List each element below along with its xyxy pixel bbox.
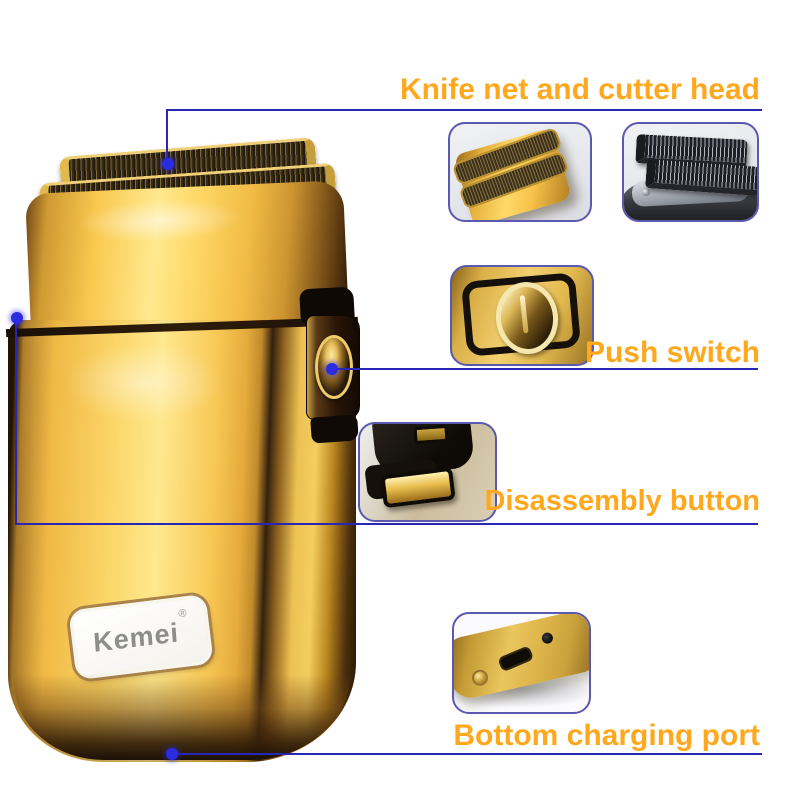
switch-ridge <box>519 295 529 334</box>
shaver-product-photo: Kemei ® <box>8 137 360 765</box>
brand-plate: Kemei ® <box>68 593 214 681</box>
cutter-head-photo <box>622 122 759 222</box>
label-push-switch: Push switch <box>584 336 760 369</box>
shaver-body: Kemei ® <box>8 320 356 762</box>
label-knife-net: Knife net and cutter head <box>399 73 760 106</box>
push-switch-photo <box>450 265 594 366</box>
cutter-screw <box>642 188 650 196</box>
leader-line-push-switch <box>331 368 758 370</box>
foil-head-photo <box>448 122 592 222</box>
body-highlight <box>63 342 224 422</box>
port-hole <box>540 631 554 645</box>
usb-c-port <box>497 645 535 673</box>
label-bottom-charging-port: Bottom charging port <box>453 719 760 752</box>
leader-dot-knife-net <box>162 158 174 170</box>
leader-dot-push-switch <box>326 363 338 375</box>
leader-line-knife-net-vertical <box>166 110 168 165</box>
leader-dot-disassembly <box>11 312 23 324</box>
port-screw <box>472 670 488 685</box>
disassembly-latch <box>413 424 449 445</box>
side-clip-bottom <box>310 414 359 444</box>
label-disassembly-button: Disassembly button <box>484 485 760 517</box>
registered-trademark: ® <box>177 607 188 621</box>
brand-text: Kemei <box>92 616 180 658</box>
foil-head-closeup <box>451 126 573 220</box>
charging-port-photo <box>452 612 591 714</box>
leader-line-disassembly-vertical <box>15 318 17 525</box>
leader-line-knife-net-horizontal <box>166 109 762 111</box>
leader-dot-charging-port <box>166 748 178 760</box>
side-switch-housing <box>306 315 360 420</box>
leader-line-charging-port <box>171 753 762 755</box>
leader-line-disassembly-horizontal <box>15 523 758 525</box>
disassembly-button-photo <box>358 422 497 522</box>
